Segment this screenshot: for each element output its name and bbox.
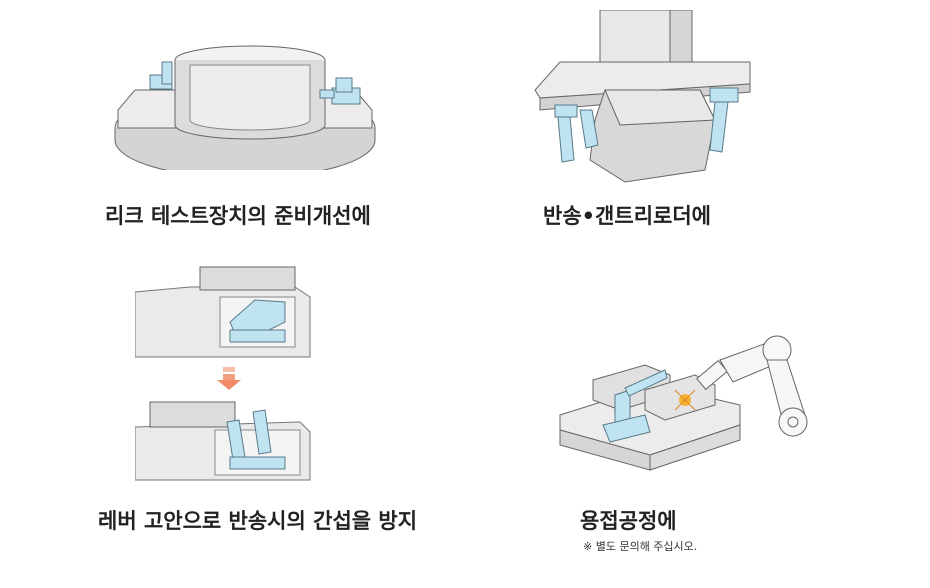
footnote: ※ 별도 문의해 주십시오. bbox=[583, 540, 698, 553]
welding-illustration bbox=[555, 330, 810, 480]
lever-drawing bbox=[135, 266, 311, 481]
lever-illustration bbox=[135, 262, 325, 482]
gantry-drawing bbox=[534, 10, 751, 183]
caption-leak-test: 리크 테스트장치의 준비개선에 bbox=[105, 204, 371, 228]
leak-test-illustration bbox=[110, 40, 380, 170]
weld-spark-icon bbox=[674, 389, 696, 411]
clamp-icon bbox=[554, 104, 599, 163]
clamp-icon bbox=[226, 409, 286, 470]
clamp-icon bbox=[709, 87, 739, 153]
clamp-icon bbox=[602, 369, 668, 443]
clamp-icon bbox=[149, 61, 173, 90]
leak-test-drawing bbox=[114, 45, 376, 170]
down-arrow-icon bbox=[217, 367, 241, 390]
caption-gantry: 반송•갠트리로더에 bbox=[543, 204, 711, 228]
clamp-icon bbox=[319, 77, 361, 105]
caption-welding: 용접공정에 bbox=[580, 509, 677, 533]
caption-lever: 레버 고안으로 반송시의 간섭을 방지 bbox=[98, 509, 418, 533]
clamp-icon bbox=[229, 299, 286, 343]
robot-arm-icon bbox=[696, 335, 808, 437]
welding-drawing bbox=[559, 335, 808, 471]
gantry-illustration bbox=[530, 10, 755, 190]
